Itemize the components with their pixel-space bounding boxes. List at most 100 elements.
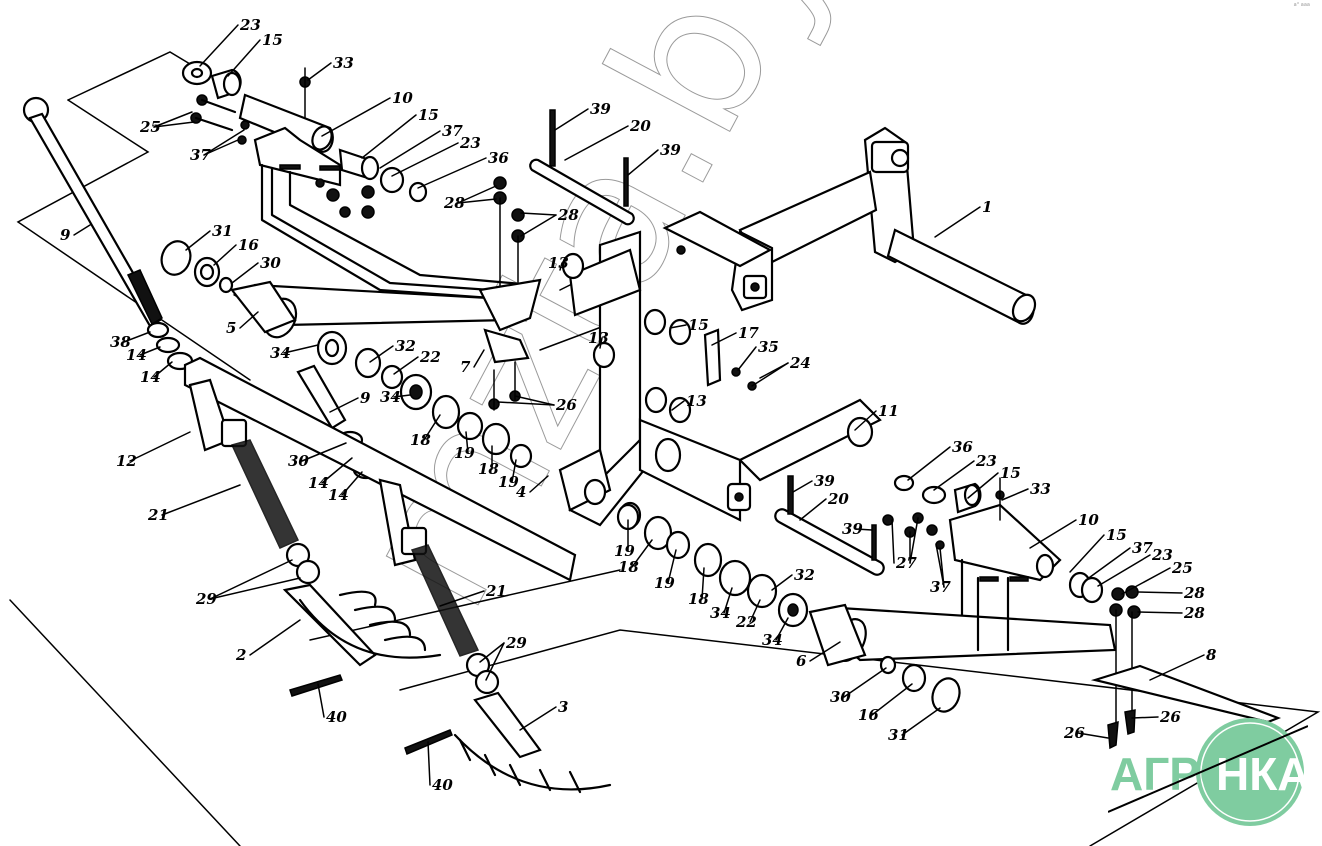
leader-line xyxy=(153,111,193,128)
logo-text-left: АГРО xyxy=(1110,748,1235,800)
callout-17: 17 xyxy=(711,324,759,346)
leader-line xyxy=(843,667,887,698)
callout-1: 1 xyxy=(934,198,992,238)
callout-number: 37 xyxy=(190,146,211,164)
callout-number: 35 xyxy=(758,338,779,356)
callout-number: 32 xyxy=(395,337,416,355)
leader-line xyxy=(737,346,757,371)
leader-line xyxy=(759,362,789,379)
leader-line xyxy=(909,517,919,564)
callout-25: 25 xyxy=(139,111,195,136)
callout-15: 15 xyxy=(1069,526,1127,573)
leader-line xyxy=(669,324,687,329)
leader-line xyxy=(799,498,827,521)
leader-line xyxy=(283,344,319,354)
leader-line xyxy=(1149,654,1205,681)
harrow-beam xyxy=(183,356,577,582)
leader-line xyxy=(871,683,913,716)
leader-line xyxy=(520,212,557,216)
leader-line xyxy=(307,62,332,81)
callout-37: 37 xyxy=(379,122,463,169)
leader-line xyxy=(199,24,239,67)
callout-19: 19 xyxy=(654,549,677,592)
logo-text-right: НКА xyxy=(1216,748,1308,800)
callout-34: 34 xyxy=(270,344,319,362)
part-5-lower-arm xyxy=(230,278,542,411)
callout-36: 36 xyxy=(417,149,509,189)
callout-40: 40 xyxy=(317,683,347,726)
callout-15: 15 xyxy=(361,106,439,159)
callout-18: 18 xyxy=(688,567,709,608)
part-3-tine-section xyxy=(453,652,612,794)
part-10-right-upper-arm xyxy=(882,474,1141,741)
part-2-tine-section xyxy=(282,542,442,667)
callout-13: 13 xyxy=(548,254,569,272)
callout-number: 36 xyxy=(488,149,509,167)
central-frame xyxy=(558,230,882,529)
leader-line xyxy=(1137,611,1183,614)
callout-number: 21 xyxy=(485,582,507,600)
callout-30: 30 xyxy=(830,667,887,706)
leader-line xyxy=(203,139,239,156)
callout-number: 39 xyxy=(660,141,681,159)
callout-number: 15 xyxy=(1000,464,1021,482)
callout-30: 30 xyxy=(288,442,347,470)
callout-34: 34 xyxy=(380,388,411,406)
callout-32: 32 xyxy=(369,337,416,363)
leader-line xyxy=(321,97,391,137)
callout-14: 14 xyxy=(126,346,161,364)
callout-number: 19 xyxy=(454,444,475,462)
callout-number: 23 xyxy=(1151,546,1173,564)
callout-29: 29 xyxy=(195,559,301,608)
leader-line xyxy=(1137,591,1183,594)
leader-line xyxy=(153,361,173,378)
callout-16: 16 xyxy=(858,683,913,724)
callout-9: 9 xyxy=(60,224,91,244)
callout-number: 6 xyxy=(796,652,807,670)
leader-line xyxy=(939,547,945,588)
callout-number: 14 xyxy=(140,368,161,386)
callout-39: 39 xyxy=(554,100,611,131)
leader-line xyxy=(321,457,353,484)
callout-number: 40 xyxy=(432,776,453,794)
callout-number: 8 xyxy=(1206,646,1217,664)
callout-number: 29 xyxy=(505,634,527,652)
callout-number: 18 xyxy=(618,558,639,576)
leader-line xyxy=(854,410,877,431)
leader-line xyxy=(809,641,841,662)
callout-23: 23 xyxy=(199,16,261,67)
callout-25: 25 xyxy=(1121,559,1193,595)
callout-14: 14 xyxy=(308,457,353,492)
callout-number: 15 xyxy=(688,316,709,334)
callout-number: 23 xyxy=(239,16,261,34)
callout-6: 6 xyxy=(796,641,841,670)
leader-line xyxy=(439,590,485,607)
callout-number: 20 xyxy=(827,490,849,508)
callout-number: 11 xyxy=(878,402,899,420)
leader-line xyxy=(520,214,557,237)
leader-line xyxy=(497,401,555,406)
callout-number: 23 xyxy=(975,452,997,470)
callout-number: 31 xyxy=(888,726,909,744)
leader-line xyxy=(1097,554,1151,587)
callout-14: 14 xyxy=(140,361,173,386)
callout-number: 26 xyxy=(1063,724,1085,742)
callout-number: 25 xyxy=(139,118,161,136)
callout-27: 27 xyxy=(891,517,919,572)
callout-number: 22 xyxy=(419,348,441,366)
callout-34: 34 xyxy=(762,617,789,649)
callout-number: 5 xyxy=(226,319,236,337)
callout-number: 34 xyxy=(380,388,401,406)
callout-22: 22 xyxy=(393,348,441,375)
leader-line xyxy=(792,480,813,493)
callout-36: 36 xyxy=(907,438,973,481)
leader-line xyxy=(161,484,241,516)
callout-number: 24 xyxy=(789,354,811,372)
leader-line xyxy=(529,475,549,493)
callout-number: 9 xyxy=(60,226,71,244)
callout-39: 39 xyxy=(792,472,835,493)
callout-16: 16 xyxy=(213,236,259,266)
callout-26: 26 xyxy=(1131,708,1181,726)
callout-number: 4 xyxy=(516,483,526,501)
callout-23: 23 xyxy=(1097,546,1173,587)
